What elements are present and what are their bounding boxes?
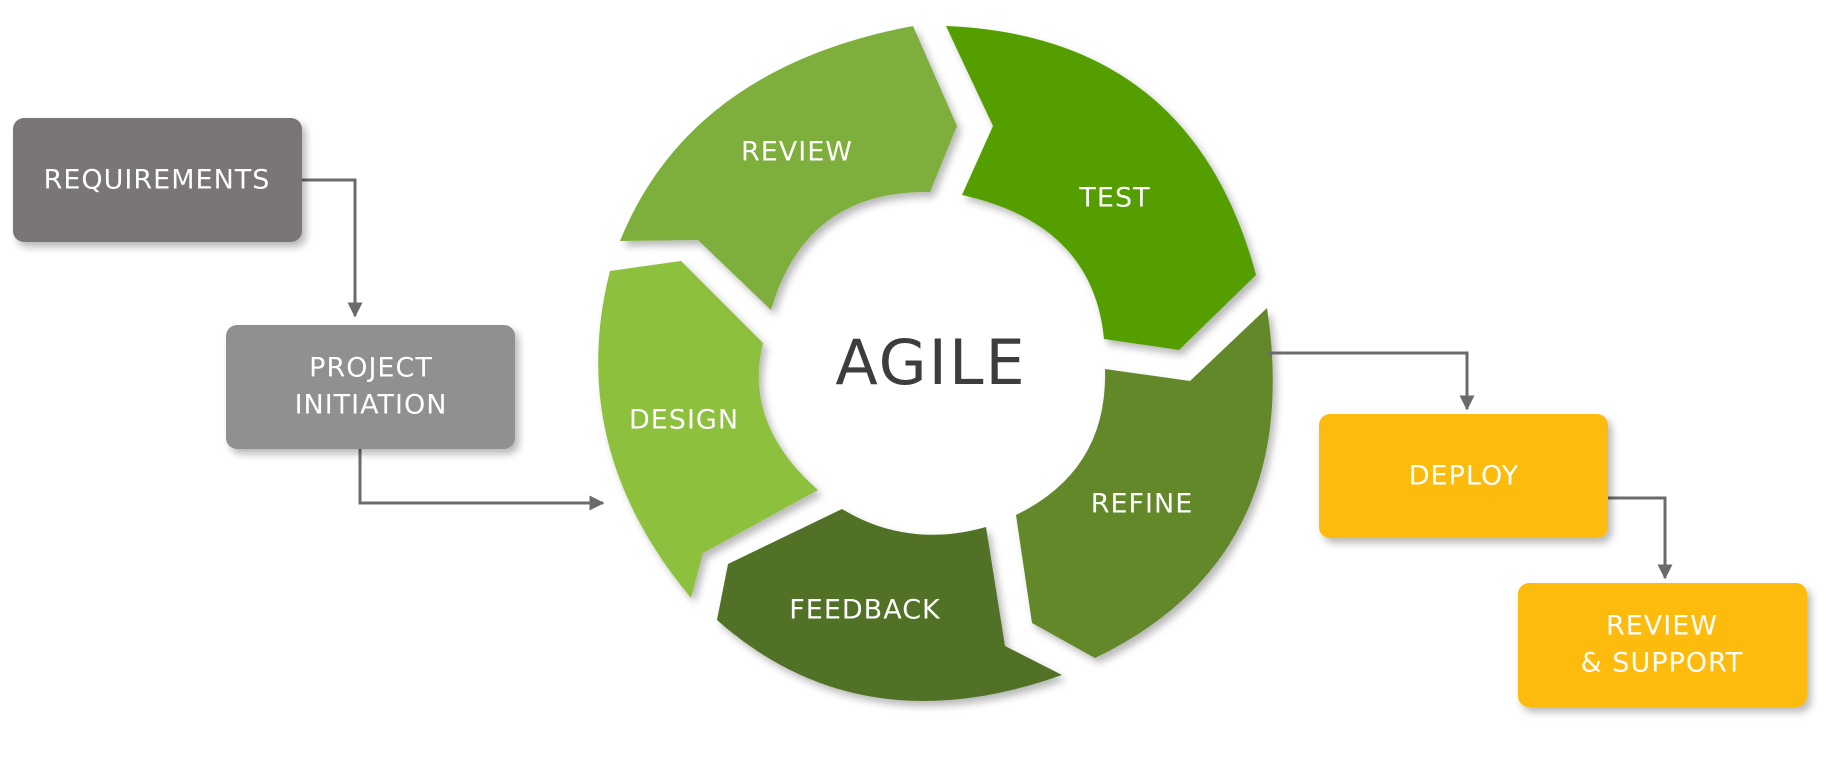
box-label-deploy: DEPLOY [1409,461,1519,492]
box-label-initiation: INITIATION [295,390,448,421]
box-project-initiation: PROJECT INITIATION [226,325,515,449]
box-deploy: DEPLOY [1319,414,1608,538]
cycle-label-feedback: FEEDBACK [789,595,941,626]
cycle-label-design: DESIGN [629,405,739,436]
cycle-label-review: REVIEW [741,137,853,168]
connector-deploy-to-support [1608,496,1673,580]
box-requirements: REQUIREMENTS [13,118,302,242]
box-label-review: REVIEW [1606,611,1718,642]
box-label-requirements: REQUIREMENTS [44,165,271,196]
cycle-label-refine: REFINE [1091,489,1194,520]
cycle-segment-design [598,261,818,598]
connector-requirements-to-initiation [302,178,363,318]
cycle-segment-review [620,26,957,310]
connector-initiation-to-cycle [358,449,605,511]
box-label-support: & SUPPORT [1581,648,1744,679]
cycle-segment-refine [1016,308,1273,658]
connector-cycle-to-deploy [1268,351,1475,411]
connectors [302,178,1673,580]
cycle-segment-feedback [717,509,1062,702]
box-label-project: PROJECT [309,353,433,384]
cycle-segment-test [946,26,1256,350]
agile-cycle [598,26,1273,702]
center-label-agile: AGILE [835,326,1026,399]
cycle-label-test: TEST [1078,183,1150,214]
box-review-support: REVIEW & SUPPORT [1518,583,1807,707]
